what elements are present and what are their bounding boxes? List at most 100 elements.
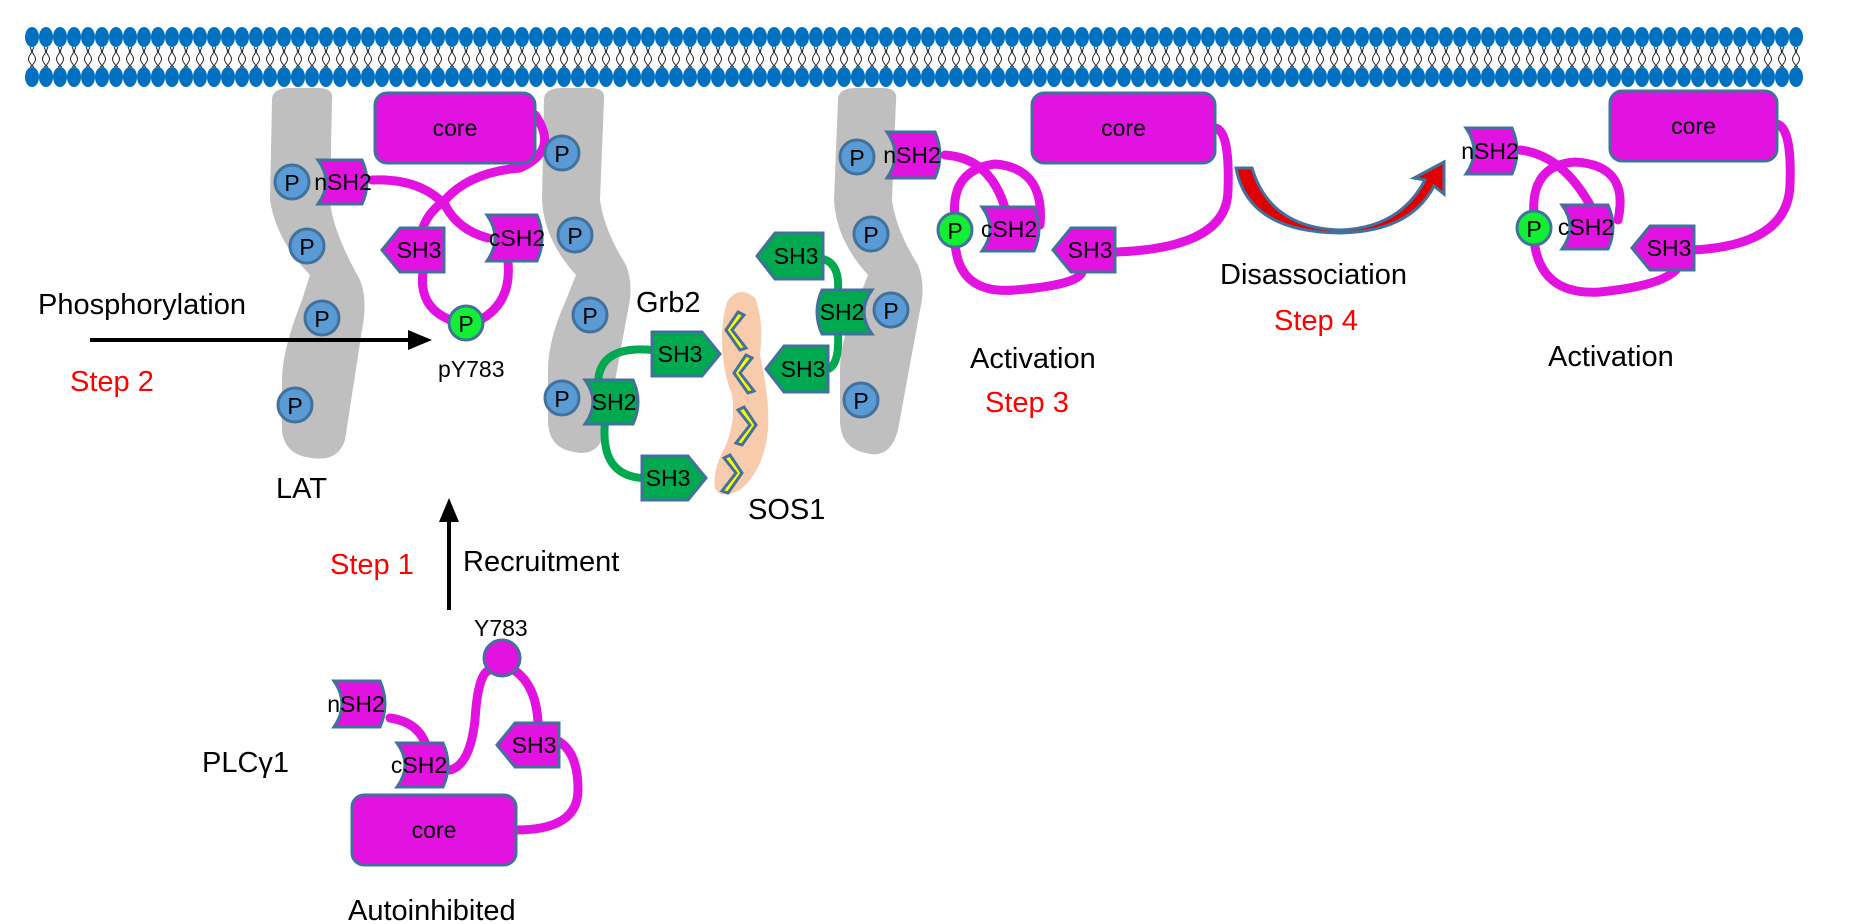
lipid-tail <box>672 46 676 68</box>
lipid-tail <box>1568 46 1572 68</box>
lipid-head-inner <box>39 67 53 87</box>
lipid-tail <box>1680 46 1684 68</box>
phospho-label: P <box>853 388 868 414</box>
cell-membrane <box>25 27 1803 87</box>
lipid-tail <box>1582 46 1586 68</box>
disassociation-label: Disassociation <box>1220 259 1407 291</box>
lipid-tail <box>658 46 662 68</box>
lipid-head-outer <box>1075 27 1089 47</box>
lipid-tail <box>1162 46 1166 68</box>
lipid-head-inner <box>1355 67 1369 87</box>
lipid-tail <box>144 46 148 68</box>
lipid-tail <box>368 46 372 68</box>
lipid-tail <box>420 46 424 68</box>
lipid-head-inner <box>1509 67 1523 87</box>
lipid-head-outer <box>599 27 613 47</box>
lipid-head-outer <box>1663 27 1677 47</box>
recruitment-arrow <box>439 498 459 610</box>
lipid-tail <box>1320 46 1324 68</box>
lipid-head-inner <box>1579 67 1593 87</box>
plcg1-nsh2-autoinhibited-label: nSH2 <box>327 691 385 717</box>
plcg1-y783-unphosphorylated <box>482 638 522 678</box>
lipid-tail <box>354 46 358 68</box>
lipid-tail <box>1274 46 1278 68</box>
lipid-tail <box>1666 46 1670 68</box>
lipid-tail <box>760 46 764 68</box>
sos1-protein <box>714 291 769 495</box>
lipid-head-outer <box>403 27 417 47</box>
lipid-head-inner <box>109 67 123 87</box>
lipid-head-inner <box>1565 67 1579 87</box>
grb2-label: Grb2 <box>636 287 700 319</box>
lipid-head-inner <box>137 67 151 87</box>
lipid-head-inner <box>1271 67 1285 87</box>
lipid-head-outer <box>249 27 263 47</box>
lipid-head-outer <box>795 27 809 47</box>
lipid-head-outer <box>865 27 879 47</box>
lipid-head-inner <box>1537 67 1551 87</box>
plcg1-sh3-active: SH3 <box>1051 226 1117 274</box>
lipid-tail <box>270 46 274 68</box>
lipid-head-outer <box>697 27 711 47</box>
disassociation-curved-arrow <box>1234 159 1446 235</box>
lipid-tail <box>1208 46 1212 68</box>
lipid-tail <box>490 46 494 68</box>
lipid-head-inner <box>585 67 599 87</box>
lipid-tail <box>728 46 732 68</box>
lipid-head-outer <box>1705 27 1719 47</box>
lipid-head-outer <box>1761 27 1775 47</box>
labels: Phosphorylation Step 2 pY783 LAT Step 1 … <box>38 259 1674 924</box>
lipid-head-inner <box>1369 67 1383 87</box>
lat-phospho-site: P <box>571 296 609 334</box>
lipid-head-outer <box>53 27 67 47</box>
lipid-tail <box>168 46 172 68</box>
lipid-tail <box>1050 46 1054 68</box>
lipid-head-outer <box>1285 27 1299 47</box>
lipid-head-inner <box>1733 67 1747 87</box>
lipid-tail <box>770 46 774 68</box>
lipid-head-inner <box>1229 67 1243 87</box>
lipid-head-inner <box>557 67 571 87</box>
lipid-head-outer <box>1789 27 1803 47</box>
lipid-tail <box>854 46 858 68</box>
lipid-head-inner <box>1103 67 1117 87</box>
lipid-tail <box>32 46 36 68</box>
lat-phospho-site: P <box>556 216 594 254</box>
lipid-tail <box>1572 46 1576 68</box>
lipid-head-inner <box>1019 67 1033 87</box>
lat-phospho-site: P <box>543 134 581 172</box>
lipid-tail <box>200 46 204 68</box>
lipid-head-outer <box>1271 27 1285 47</box>
lipid-tail <box>494 46 498 68</box>
lipid-head-outer <box>1509 27 1523 47</box>
lipid-tail <box>602 46 606 68</box>
grb2-left-sh3-bottom-label: SH3 <box>646 465 691 491</box>
lipid-tail <box>56 46 60 68</box>
step1-label: Step 1 <box>330 549 414 581</box>
lat-phospho-site: P <box>872 291 910 329</box>
lipid-tail <box>1148 46 1152 68</box>
lipid-tail <box>1092 46 1096 68</box>
lipid-head-outer <box>137 27 151 47</box>
plcg1-csh2-released-label: cSH2 <box>1558 214 1614 240</box>
lipid-tail <box>1498 46 1502 68</box>
lipid-tail <box>1082 46 1086 68</box>
lipid-head-outer <box>641 27 655 47</box>
lipid-tail <box>588 46 592 68</box>
lipid-tail <box>952 46 956 68</box>
lipid-tail <box>1614 46 1618 68</box>
grb2-right-sh2-label: SH2 <box>820 299 865 325</box>
lipid-tail <box>452 46 456 68</box>
lipid-tail <box>1348 46 1352 68</box>
lipid-head-outer <box>221 27 235 47</box>
lipid-head-outer <box>683 27 697 47</box>
lipid-tail <box>1782 46 1786 68</box>
plcg1-nsh2-released-label: nSH2 <box>1461 138 1519 164</box>
lipid-head-outer <box>81 27 95 47</box>
lipid-tail <box>476 46 480 68</box>
lipid-tail <box>340 46 344 68</box>
lipid-head-inner <box>123 67 137 87</box>
lipid-tail <box>592 46 596 68</box>
lipid-tail <box>438 46 442 68</box>
